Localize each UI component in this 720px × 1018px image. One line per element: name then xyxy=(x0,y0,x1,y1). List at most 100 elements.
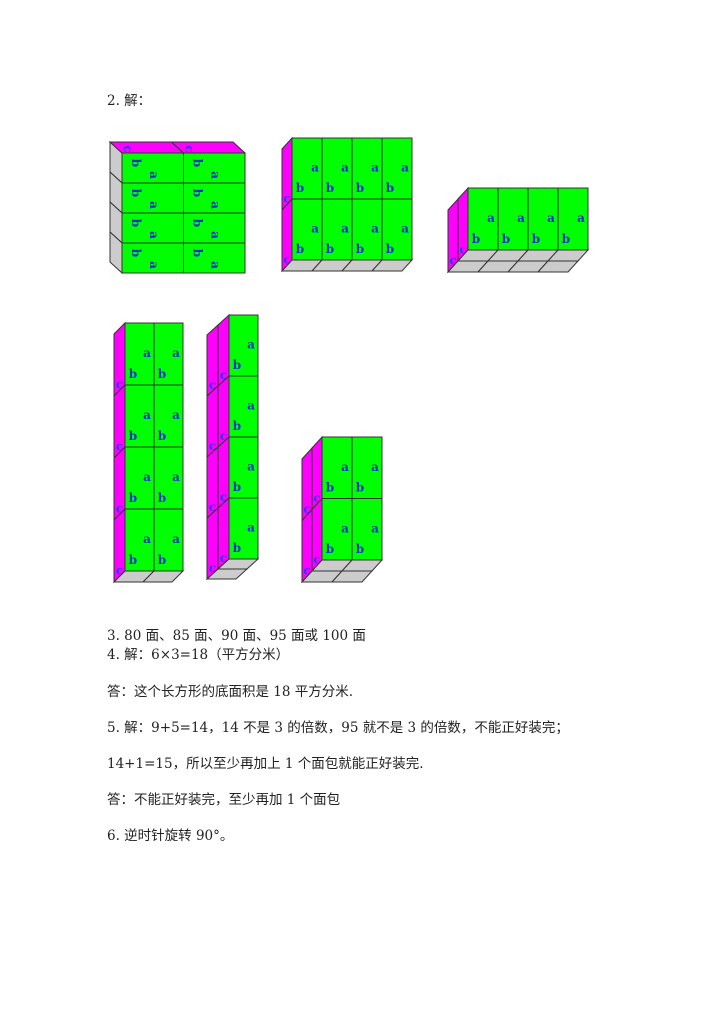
front-face xyxy=(153,384,184,448)
face-label-b: b xyxy=(191,219,205,227)
face-label-c: c xyxy=(220,551,227,565)
face-label-c: c xyxy=(313,553,320,567)
answer-5-continued: 14+1=15，所以至少再加上 1 个面包就能正好装完. xyxy=(107,756,424,772)
front-face xyxy=(228,375,259,438)
front-face xyxy=(228,497,259,560)
face-label-b: b xyxy=(233,541,241,555)
face-label-a: a xyxy=(172,470,180,484)
face-label-c: c xyxy=(283,253,290,267)
face-label-c: c xyxy=(220,429,227,443)
face-label-b: b xyxy=(296,242,304,256)
face-label-c: c xyxy=(116,564,123,578)
front-face xyxy=(321,198,353,261)
face-label-a: a xyxy=(401,161,409,175)
front-face xyxy=(153,508,184,572)
face-label-c: c xyxy=(209,500,216,514)
face-label-b: b xyxy=(129,491,137,505)
face-label-a: a xyxy=(341,161,349,175)
front-face xyxy=(321,498,353,561)
face-label-a: a xyxy=(371,460,379,474)
answer-3: 3. 80 面、85 面、90 面、95 面或 100 面 xyxy=(107,628,366,644)
front-face xyxy=(291,198,323,261)
answer-5-conclusion: 答：不能正好装完，至少再加 1 个面包 xyxy=(107,792,341,808)
front-face xyxy=(228,436,259,499)
face-label-b: b xyxy=(158,429,166,443)
face-label-b: b xyxy=(356,481,364,495)
face-label-b: b xyxy=(158,553,166,567)
face-label-b: b xyxy=(129,249,143,257)
face-label-b: b xyxy=(532,232,540,246)
face-label-a: a xyxy=(371,161,379,175)
face-label-b: b xyxy=(356,181,364,195)
face-label-c: c xyxy=(209,378,216,392)
front-face xyxy=(228,314,259,377)
face-label-a: a xyxy=(147,231,161,239)
face-label-b: b xyxy=(326,242,334,256)
face-label-b: b xyxy=(129,367,137,381)
face-label-c: c xyxy=(209,561,216,575)
face-label-b: b xyxy=(562,232,570,246)
face-label-a: a xyxy=(247,521,255,535)
face-label-a: a xyxy=(247,399,255,413)
face-label-c: c xyxy=(116,378,123,392)
face-label-a: a xyxy=(401,222,409,236)
face-label-a: a xyxy=(209,231,223,239)
face-label-b: b xyxy=(326,181,334,195)
face-label-c: c xyxy=(220,368,227,382)
front-face xyxy=(497,187,529,251)
face-label-b: b xyxy=(191,159,205,167)
front-face xyxy=(381,137,413,200)
face-label-c: c xyxy=(209,439,216,453)
face-label-c: c xyxy=(459,243,466,257)
face-label-c: c xyxy=(183,145,197,152)
face-label-b: b xyxy=(502,232,510,246)
face-label-b: b xyxy=(326,481,334,495)
front-face xyxy=(527,187,559,251)
face-label-c: c xyxy=(303,564,310,578)
face-label-a: a xyxy=(577,211,585,225)
face-label-a: a xyxy=(172,346,180,360)
front-face xyxy=(321,436,353,499)
face-label-b: b xyxy=(472,232,480,246)
front-face xyxy=(351,137,383,200)
face-label-a: a xyxy=(209,171,223,179)
face-label-b: b xyxy=(129,219,143,227)
face-label-b: b xyxy=(129,159,143,167)
face-label-a: a xyxy=(143,470,151,484)
face-label-a: a xyxy=(147,261,161,269)
front-face xyxy=(351,198,383,261)
face-label-a: a xyxy=(172,532,180,546)
face-label-a: a xyxy=(247,460,255,474)
front-face xyxy=(351,498,383,561)
face-label-a: a xyxy=(209,201,223,209)
face-label-a: a xyxy=(247,338,255,352)
face-label-b: b xyxy=(356,542,364,556)
face-label-b: b xyxy=(158,367,166,381)
face-label-b: b xyxy=(191,189,205,197)
face-label-c: c xyxy=(116,440,123,454)
face-label-b: b xyxy=(233,358,241,372)
face-label-a: a xyxy=(311,222,319,236)
face-label-a: a xyxy=(341,521,349,535)
face-label-a: a xyxy=(371,222,379,236)
face-label-a: a xyxy=(371,521,379,535)
face-label-b: b xyxy=(356,242,364,256)
front-face xyxy=(153,446,184,510)
face-label-b: b xyxy=(129,189,143,197)
face-label-a: a xyxy=(143,532,151,546)
face-label-b: b xyxy=(191,249,205,257)
face-label-a: a xyxy=(341,460,349,474)
face-label-b: b xyxy=(386,181,394,195)
front-face xyxy=(183,242,246,274)
answer-5: 5. 解：9+5=14，14 不是 3 的倍数，95 就不是 3 的倍数，不能正… xyxy=(107,720,569,736)
face-label-b: b xyxy=(233,419,241,433)
face-label-a: a xyxy=(147,201,161,209)
answer-6: 6. 逆时针旋转 90°。 xyxy=(107,828,234,844)
face-label-b: b xyxy=(233,480,241,494)
face-label-b: b xyxy=(296,181,304,195)
